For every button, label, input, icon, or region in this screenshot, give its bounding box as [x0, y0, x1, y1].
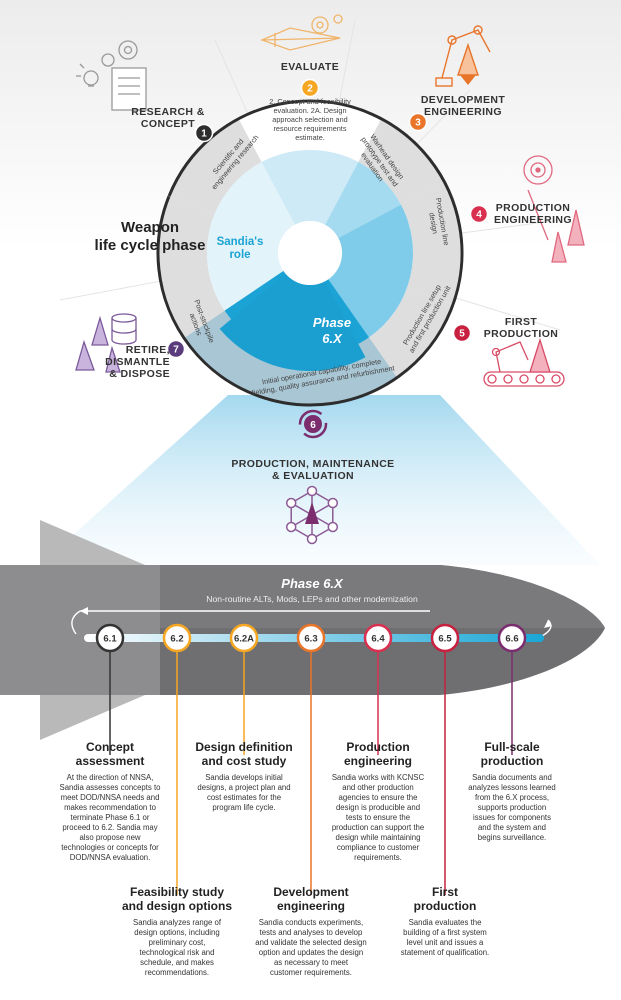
stage-badge-2 — [300, 78, 320, 98]
phase-marker-label: 6.6 — [505, 634, 518, 645]
robot-arm-icon — [435, 25, 491, 87]
missile-fin-top — [40, 520, 145, 565]
stage-badge-1 — [194, 123, 214, 143]
missile-subtitle: Non-routine ALTs, Mods, LEPs and other m… — [206, 594, 418, 604]
stage-label-1: RESEARCH &CONCEPT — [131, 106, 205, 130]
ring-rim — [156, 99, 464, 407]
gears-document-icon — [76, 40, 147, 111]
stage-badge-5 — [452, 323, 472, 343]
phase-marker-6.4 — [363, 623, 393, 653]
stage-badge-number: 3 — [415, 118, 421, 129]
description-body: Sandia conducts experiments,tests and an… — [255, 918, 367, 977]
phase-marker-6.5 — [430, 623, 460, 653]
stage-label-2: EVALUATE — [280, 61, 340, 73]
phase-marker-label: 6.3 — [304, 634, 317, 645]
flow-curve-right — [541, 619, 552, 637]
phase-marker-6.2 — [162, 623, 192, 653]
stage-badge-number: 2 — [307, 84, 313, 95]
phase-marker-label: 6.1 — [103, 634, 117, 645]
molecule-hex-icon — [285, 485, 339, 545]
sector-2-outer — [238, 101, 382, 163]
phase-marker-6.6 — [497, 623, 527, 653]
role-sector-left — [206, 162, 295, 311]
description-body: At the direction of NNSA,Sandia assesses… — [59, 773, 161, 862]
phase-marker-label: 6.4 — [371, 634, 385, 645]
stage-badge-3 — [408, 112, 428, 132]
phase-marker-label: 6.2 — [170, 634, 183, 645]
phase6x-wedge — [219, 273, 366, 371]
sector-4-outer — [400, 181, 463, 305]
barrel-cones-icon — [75, 313, 137, 373]
cycle-arrows-icon — [298, 409, 328, 439]
sector-7-outer — [157, 196, 225, 338]
flow-curve-left — [71, 610, 81, 635]
missile-fin-bottom — [40, 695, 145, 740]
role-sector-prod — [328, 204, 413, 338]
missile-phase-title: Phase 6.X — [281, 576, 344, 591]
role-sector-dev — [325, 162, 401, 238]
stage-icons — [75, 14, 585, 545]
sector-3-outer — [358, 118, 445, 205]
missile-upper-shade — [160, 565, 605, 628]
stage-badge-6 — [304, 415, 322, 433]
phase-marker-label: 6.2A — [234, 634, 254, 645]
stage-label-6: PRODUCTION, MAINTENANCE& EVALUATION — [231, 458, 395, 482]
target-cones-icon — [523, 155, 585, 263]
sector-5-outer — [369, 288, 453, 378]
flow-arrowhead-left — [80, 607, 88, 615]
stage-badge-4 — [469, 204, 489, 224]
rocket-sketch-icon — [260, 14, 343, 51]
stage-badge-number: 5 — [459, 329, 465, 340]
role-sector-top — [261, 150, 359, 225]
stage-badge-number: 6 — [310, 420, 316, 431]
phase-marker-6.3 — [296, 623, 326, 653]
missile-graphic: Phase 6.X Non-routine ALTs, Mods, LEPs an… — [0, 520, 605, 895]
flow-arrowhead-right — [544, 620, 552, 628]
light-beam — [40, 395, 600, 565]
phase-marker-6.1 — [95, 623, 125, 653]
stage-badge-number: 4 — [476, 210, 482, 221]
ring-center — [278, 221, 342, 285]
phase-marker-6.2A — [229, 623, 259, 653]
stage-badge-number: 1 — [201, 129, 207, 140]
phase-marker-label: 6.5 — [438, 634, 452, 645]
sector-1-outer — [169, 118, 262, 215]
conveyor-robot-icon — [483, 337, 565, 387]
stage-badge-number: 7 — [173, 345, 179, 356]
stage-badge-7 — [166, 339, 186, 359]
stage-label-7: RETIRE,DISMANTLE& DISPOSE — [105, 344, 170, 380]
missile-tail-section — [0, 565, 160, 695]
